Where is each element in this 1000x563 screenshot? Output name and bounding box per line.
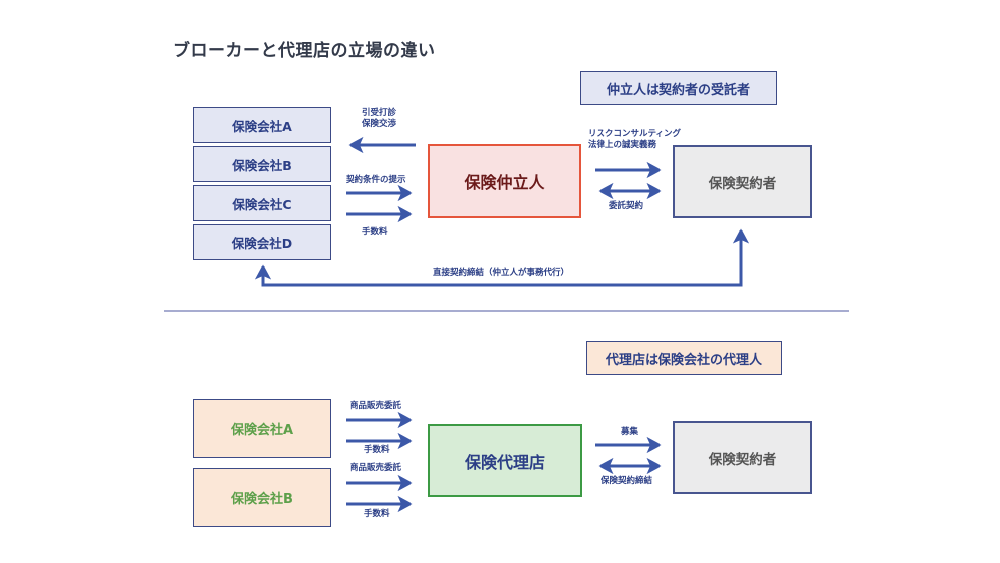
insurer-box-d: 保険会社D [193,224,331,260]
label-terms: 契約条件の提示 [346,175,406,185]
label-line: リスクコンサルティング [588,129,681,139]
policyholder-box-bottom: 保険契約者 [673,421,812,494]
page-title: ブローカーと代理店の立場の違い [173,41,436,61]
label-commission: 手数料 [362,227,388,237]
label-line: 保険交渉 [362,119,397,129]
agency-box: 保険代理店 [428,424,582,497]
label-consulting: リスクコンサルティング 法律上の誠実義務 [588,129,681,151]
label-contract-conclusion: 保険契約締結 [601,476,653,486]
label-line: 法律上の誠実義務 [588,140,657,150]
insurer-box-c: 保険会社C [193,185,331,221]
arrow-direct-contract-path [261,232,743,287]
label-sales-entrustment-b: 商品販売委託 [350,463,402,473]
label-underwriting-inquiry: 引受打診 保険交渉 [362,108,396,130]
label-sales-entrustment-a: 商品販売委託 [350,401,402,411]
insurer-box-a: 保険会社A [193,107,331,143]
broker-box: 保険仲立人 [428,144,581,218]
agency-insurer-box-b: 保険会社B [193,468,331,527]
insurer-box-b: 保険会社B [193,146,331,182]
label-commission-a: 手数料 [364,445,390,455]
agency-insurer-box-a: 保険会社A [193,399,331,458]
broker-note: 仲立人は契約者の受託者 [580,71,777,105]
label-commission-b: 手数料 [364,509,390,519]
label-solicitation: 募集 [621,427,639,437]
label-line: 引受打診 [362,108,397,118]
agency-note: 代理店は保険会社の代理人 [586,341,782,375]
label-entrustment: 委託契約 [609,201,644,211]
label-direct-contract: 直接契約締結（仲立人が事務代行） [433,268,570,278]
policyholder-box-top: 保険契約者 [673,145,812,218]
section-divider [164,310,849,312]
